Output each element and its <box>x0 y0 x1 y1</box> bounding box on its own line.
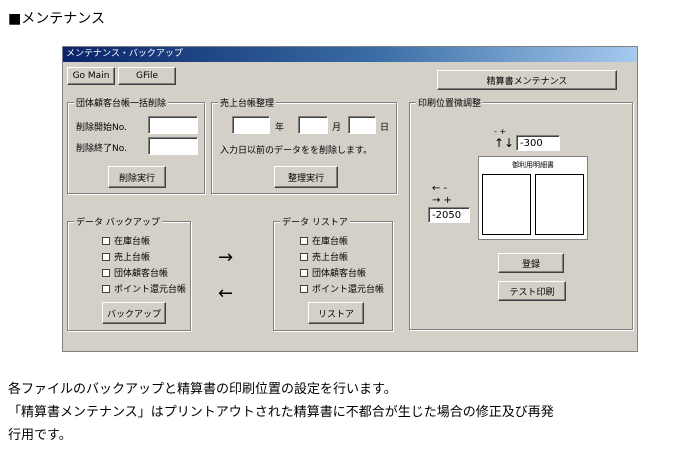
backup-checkbox-group-customers[interactable]: 団体顧客台帳 <box>102 266 168 279</box>
restore-checkbox-points[interactable]: ポイント還元台帳 <box>300 282 384 295</box>
sales-cleanup-group-title: 売上台帳整理 <box>218 96 277 109</box>
test-print-button[interactable]: テスト印刷 <box>498 281 566 301</box>
year-label: 年 <box>275 123 285 133</box>
page-heading: ■メンテナンス <box>8 11 105 27</box>
arrow-left-icon: ← <box>218 283 234 304</box>
day-label: 日 <box>380 123 390 133</box>
restore-group: データ リストア 在庫台帳 売上台帳 団体顧客台帳 ポイント還元台帳 リストア <box>273 215 393 331</box>
arrow-right-icon: → <box>218 247 234 268</box>
print-position-group: 印刷位置微調整 - + ↑↓ -300 ← - → + -2050 御利用明細書… <box>409 96 633 330</box>
month-label: 月 <box>332 123 342 133</box>
vertical-arrows-icon: ↑↓ <box>494 136 515 150</box>
horizontal-arrows-bottom-icon: → + <box>432 195 452 206</box>
backup-checkbox-sales[interactable]: 売上台帳 <box>102 250 150 263</box>
backup-group-title: データ バックアップ <box>74 215 162 228</box>
day-input[interactable] <box>348 116 376 134</box>
restore-group-title: データ リストア <box>280 215 350 228</box>
maintenance-window: メンテナンス・バックアップ Go Main GFile 精算書メンテナンス 団体… <box>62 46 638 352</box>
description-line-3: 行用です。 <box>8 428 72 443</box>
vertical-signs-label: - + <box>494 127 507 136</box>
horizontal-offset-input[interactable]: -2050 <box>428 207 470 223</box>
horizontal-arrows-top-icon: ← - <box>432 183 448 194</box>
statement-preview-right-panel <box>535 174 584 235</box>
restore-button[interactable]: リストア <box>308 302 364 324</box>
sales-cleanup-note: 入力日以前のデータをを削除します。 <box>220 146 373 156</box>
delete-end-label: 削除終了No. <box>76 144 127 154</box>
backup-checkbox-inventory[interactable]: 在庫台帳 <box>102 234 150 247</box>
statement-preview-title: 御利用明細書 <box>512 161 554 169</box>
statement-preview: 御利用明細書 <box>478 156 588 240</box>
restore-checkbox-group-customers[interactable]: 団体顧客台帳 <box>300 266 366 279</box>
restore-checkbox-sales[interactable]: 売上台帳 <box>300 250 348 263</box>
statement-preview-left-panel <box>482 174 531 235</box>
bulk-delete-group: 団体顧客台帳一括削除 削除開始No. 削除終了No. 削除実行 <box>67 96 205 194</box>
delete-start-label: 削除開始No. <box>76 123 127 133</box>
vertical-offset-input[interactable]: -300 <box>516 135 560 151</box>
window-titlebar: メンテナンス・バックアップ <box>63 47 637 62</box>
year-input[interactable] <box>232 116 270 134</box>
print-position-group-title: 印刷位置微調整 <box>416 96 484 109</box>
restore-checkbox-inventory[interactable]: 在庫台帳 <box>300 234 348 247</box>
backup-group: データ バックアップ 在庫台帳 売上台帳 団体顧客台帳 ポイント還元台帳 バック… <box>67 215 191 331</box>
delete-start-input[interactable] <box>148 116 198 134</box>
bulk-delete-group-title: 団体顧客台帳一括削除 <box>74 96 169 109</box>
delete-end-input[interactable] <box>148 137 198 155</box>
sales-cleanup-group: 売上台帳整理 年 月 日 入力日以前のデータをを削除します。 整理実行 <box>211 96 397 194</box>
register-button[interactable]: 登録 <box>498 253 564 273</box>
gfile-button[interactable]: GFile <box>118 67 176 85</box>
cleanup-execute-button[interactable]: 整理実行 <box>274 166 338 188</box>
backup-button[interactable]: バックアップ <box>102 302 166 324</box>
go-main-button[interactable]: Go Main <box>67 67 115 85</box>
description-line-1: 各ファイルのバックアップと精算書の印刷位置の設定を行います。 <box>8 382 397 397</box>
statement-maintenance-button[interactable]: 精算書メンテナンス <box>437 70 617 90</box>
month-input[interactable] <box>298 116 328 134</box>
backup-checkbox-points[interactable]: ポイント還元台帳 <box>102 282 186 295</box>
description-line-2: 「精算書メンテナンス」はプリントアウトされた精算書に不都合が生じた場合の修正及び… <box>8 405 554 420</box>
delete-execute-button[interactable]: 削除実行 <box>108 166 166 188</box>
